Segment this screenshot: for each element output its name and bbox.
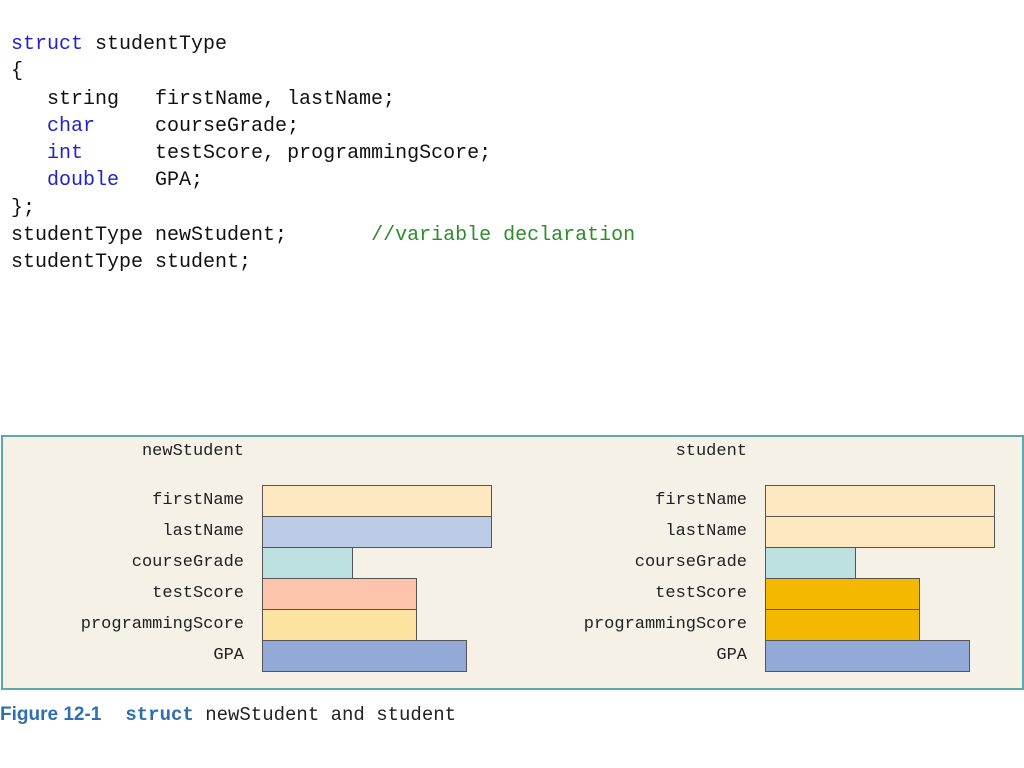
code-keyword: struct xyxy=(11,33,84,56)
code-text xyxy=(11,169,47,192)
right-field-label: courseGrade xyxy=(634,553,747,572)
caption-struct-keyword: struct xyxy=(125,704,194,726)
left-field-box xyxy=(262,640,467,672)
code-text xyxy=(11,115,47,138)
code-keyword: double xyxy=(47,169,120,193)
code-text: testScore, programmingScore; xyxy=(83,142,492,166)
code-text: studentType newStudent; xyxy=(11,224,372,248)
code-text: string firstName, lastName; xyxy=(11,87,396,111)
code-text: }; xyxy=(11,196,36,220)
code-line: { xyxy=(11,58,635,85)
code-comment: //variable declaration xyxy=(371,224,636,248)
code-text xyxy=(11,142,47,165)
code-line: }; xyxy=(11,195,635,222)
code-text: studentType student; xyxy=(11,251,252,275)
left-field-label: courseGrade xyxy=(131,553,244,572)
right-field-box xyxy=(765,609,920,641)
left-field-label: programmingScore xyxy=(80,615,244,634)
code-line: char courseGrade; xyxy=(11,113,635,140)
right-field-label: lastName xyxy=(665,522,747,541)
left-field-box xyxy=(262,516,492,548)
left-field-label: testScore xyxy=(152,584,244,603)
code-keyword: int xyxy=(47,142,84,166)
code-text: studentType xyxy=(83,33,228,56)
right-field-box xyxy=(765,640,970,672)
left-field-label: GPA xyxy=(213,646,244,665)
right-field-label: GPA xyxy=(716,646,747,665)
code-line: studentType student; xyxy=(11,249,635,276)
left-field-label: firstName xyxy=(152,491,244,510)
struct-diagram-panel: newStudent firstName lastName courseGrade te… xyxy=(1,435,1024,690)
right-field-box xyxy=(765,547,856,579)
right-field-label: programmingScore xyxy=(583,615,747,634)
left-struct-title: newStudent xyxy=(141,442,244,461)
left-field-box xyxy=(262,485,492,517)
code-line: double GPA; xyxy=(11,167,635,194)
right-field-box xyxy=(765,516,995,548)
right-field-label: testScore xyxy=(655,584,747,603)
left-field-box xyxy=(262,578,417,610)
caption-text: newStudent and student xyxy=(193,704,457,726)
right-field-box xyxy=(765,578,920,610)
code-text: courseGrade; xyxy=(95,114,300,138)
code-line: studentType newStudent; //variable decla… xyxy=(11,222,635,249)
left-field-label: lastName xyxy=(162,522,244,541)
left-field-box xyxy=(262,609,417,641)
caption-figure-label: Figure 12-1 xyxy=(0,704,102,725)
right-field-label: firstName xyxy=(655,491,747,510)
figure-caption: Figure 12-1 struct newStudent and student xyxy=(0,704,456,726)
code-text: GPA; xyxy=(119,169,204,193)
code-line: struct studentType xyxy=(11,31,635,58)
right-field-box xyxy=(765,485,995,517)
code-line: string firstName, lastName; xyxy=(11,86,635,113)
right-struct-title: student xyxy=(675,442,747,461)
code-text: { xyxy=(11,60,24,84)
code-line: int testScore, programmingScore; xyxy=(11,140,635,167)
code-block: struct studentType{ string firstName, la… xyxy=(11,31,635,277)
code-keyword: char xyxy=(47,114,96,138)
left-field-box xyxy=(262,547,353,579)
